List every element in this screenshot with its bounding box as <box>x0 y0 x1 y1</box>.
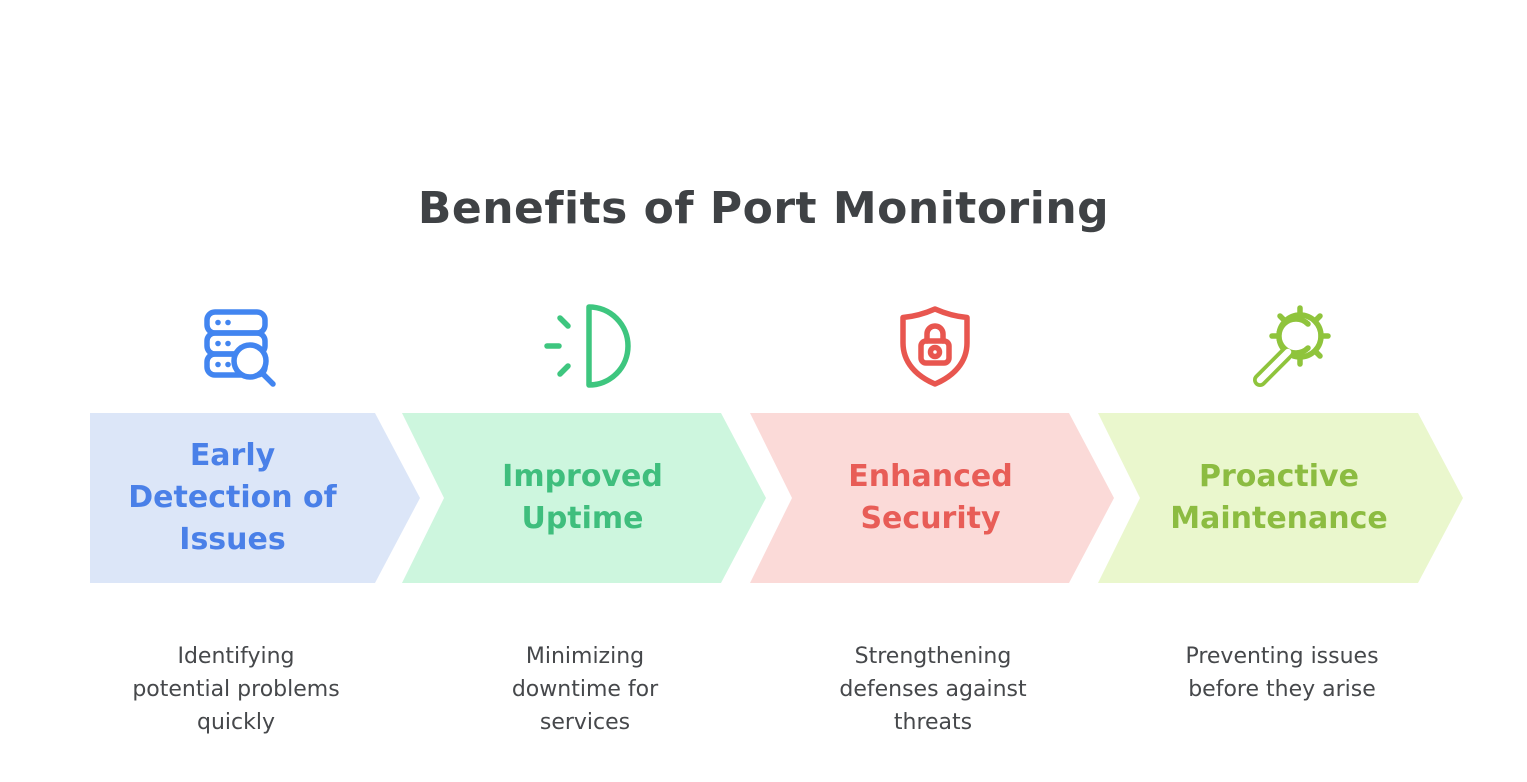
step-title-line: Proactive <box>1199 459 1359 494</box>
step-title-line: Maintenance <box>1170 501 1388 536</box>
step-title-line: Issues <box>179 522 286 557</box>
gear-wrench-icon <box>1240 298 1336 394</box>
chevron-arrow: Proactive Maintenance <box>1098 413 1463 583</box>
step-description: Strengthening defenses against threats <box>839 644 1027 735</box>
page-title: Benefits of Port Monitoring <box>417 183 1110 234</box>
chevron-arrow: Enhanced Security <box>750 413 1114 583</box>
uptime-half-sun-icon <box>537 298 633 394</box>
step-title-line: Security <box>860 501 1001 536</box>
step-title-line: Detection of <box>128 480 337 515</box>
step-title-line: Improved <box>502 459 663 494</box>
step-description: Preventing issues before they arise <box>1185 644 1379 702</box>
step-title-line: Early <box>189 438 276 473</box>
step-title-line: Enhanced <box>848 459 1013 494</box>
step-description: Identifying potential problems quickly <box>132 644 340 735</box>
chevron-arrow: Improved Uptime <box>402 413 766 583</box>
chevron-arrow: Early Detection of Issues <box>90 413 420 583</box>
shield-lock-icon <box>887 298 983 394</box>
step-title-line: Uptime <box>521 501 644 536</box>
server-search-icon <box>187 298 283 394</box>
step-description: Minimizing downtime for services <box>511 644 659 735</box>
